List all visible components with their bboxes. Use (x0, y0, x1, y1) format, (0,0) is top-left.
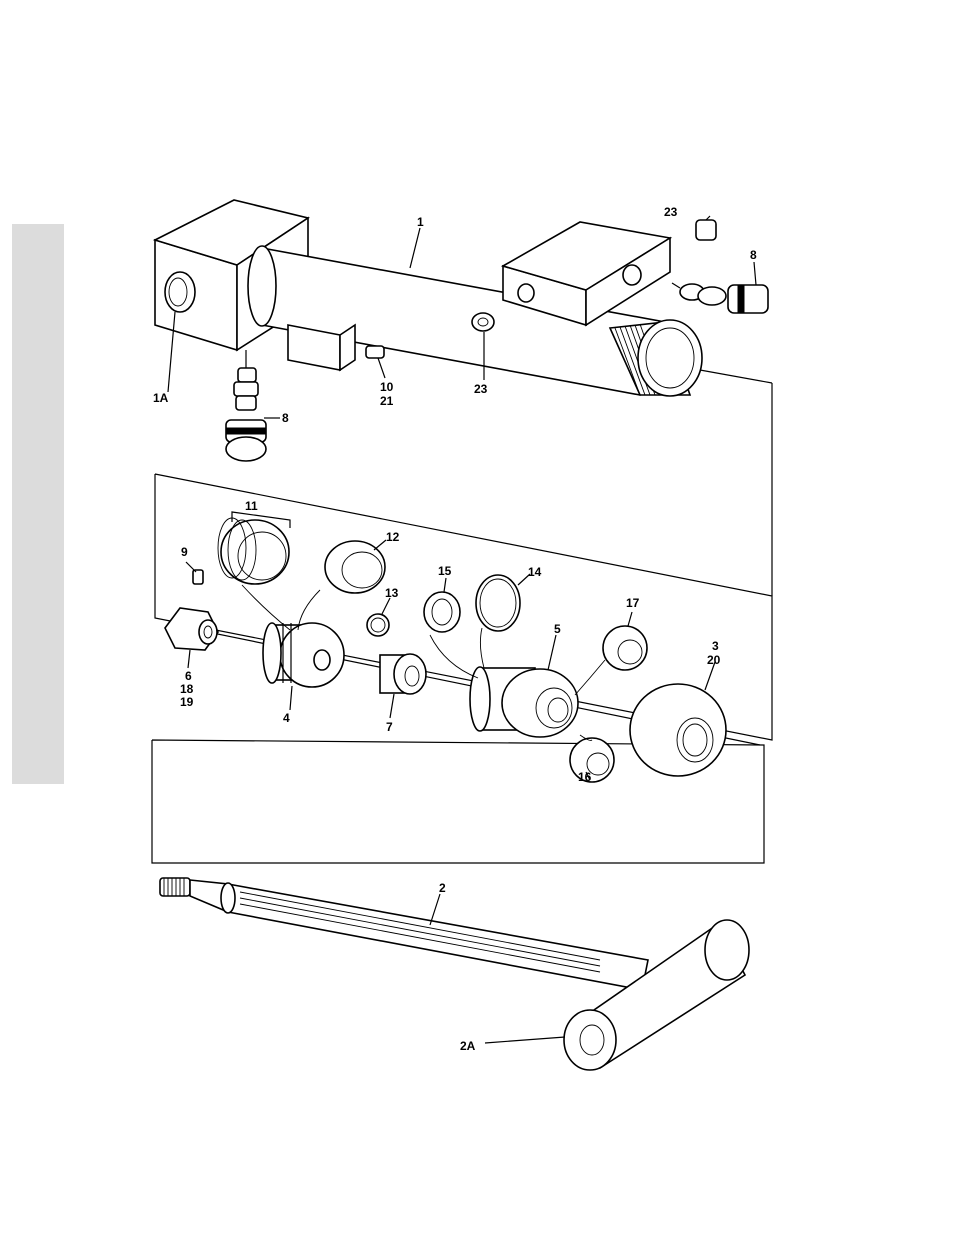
label-14: 14 (528, 565, 542, 579)
label-13: 13 (385, 586, 399, 600)
label-11: 11 (245, 499, 258, 513)
label-17: 17 (626, 596, 640, 610)
label-21: 21 (380, 394, 394, 408)
grease-fitting-lower (226, 350, 266, 461)
label-4: 4 (283, 711, 290, 725)
label-23-upper: 23 (664, 205, 678, 219)
label-7: 7 (386, 720, 393, 734)
label-2: 2 (439, 881, 446, 895)
label-20: 20 (707, 653, 721, 667)
label-12: 12 (386, 530, 400, 544)
rod-assembly (160, 878, 749, 1070)
label-8-lower: 8 (282, 411, 289, 425)
label-1a: 1A (153, 391, 169, 405)
label-9: 9 (181, 545, 188, 559)
label-3: 3 (712, 639, 719, 653)
label-16: 16 (578, 770, 592, 784)
label-5: 5 (554, 622, 561, 636)
label-19: 19 (180, 695, 194, 709)
label-10: 10 (380, 380, 394, 394)
label-8-upper: 8 (750, 248, 757, 262)
piston-assembly (165, 512, 760, 782)
label-23-lower: 23 (474, 382, 488, 396)
label-6: 6 (185, 669, 192, 683)
barrel-assembly (155, 200, 702, 396)
label-18: 18 (180, 682, 194, 696)
label-1: 1 (417, 215, 424, 229)
label-2a: 2A (460, 1039, 476, 1053)
grease-fitting-upper (672, 283, 768, 313)
label-15: 15 (438, 564, 452, 578)
